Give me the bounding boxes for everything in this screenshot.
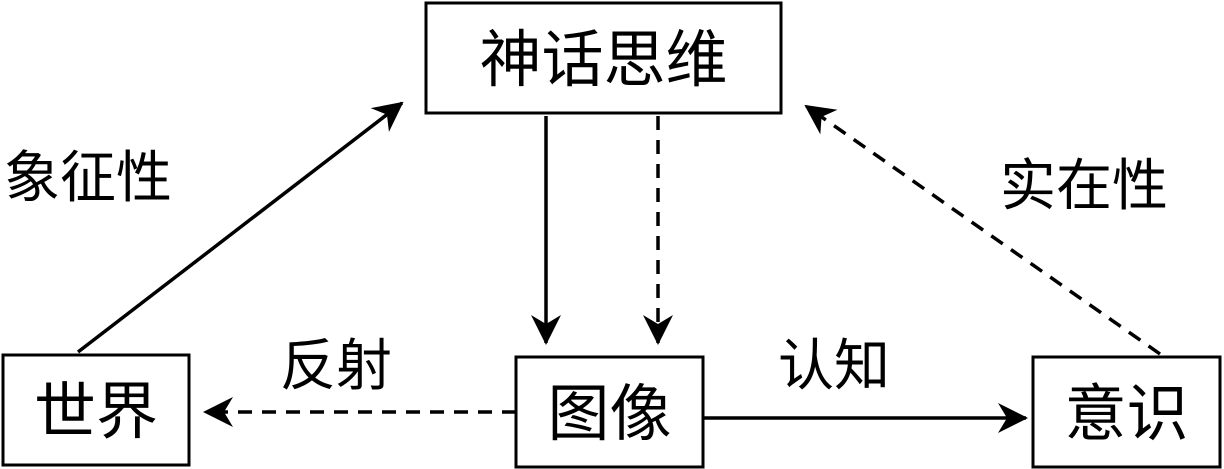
node-mythical-thinking-label: 神话思维	[479, 23, 727, 96]
edge-label-reality: 实在性	[1000, 154, 1168, 219]
edge-label-symbolism: 象征性	[4, 146, 172, 211]
node-consciousness: 意识	[1031, 355, 1222, 469]
node-mythical-thinking: 神话思维	[424, 1, 783, 115]
node-world: 世界	[1, 353, 191, 467]
node-image: 图像	[514, 355, 705, 469]
arrow-consciousness-to-mythical-thinking-dashed	[804, 104, 1162, 356]
node-consciousness-label: 意识	[1064, 377, 1188, 450]
edge-label-cognition: 认知	[778, 334, 890, 399]
node-world-label: 世界	[34, 375, 158, 448]
node-image-label: 图像	[547, 377, 671, 450]
arrow-world-to-mythical-thinking	[76, 101, 404, 354]
edge-label-reflection: 反射	[280, 334, 392, 399]
